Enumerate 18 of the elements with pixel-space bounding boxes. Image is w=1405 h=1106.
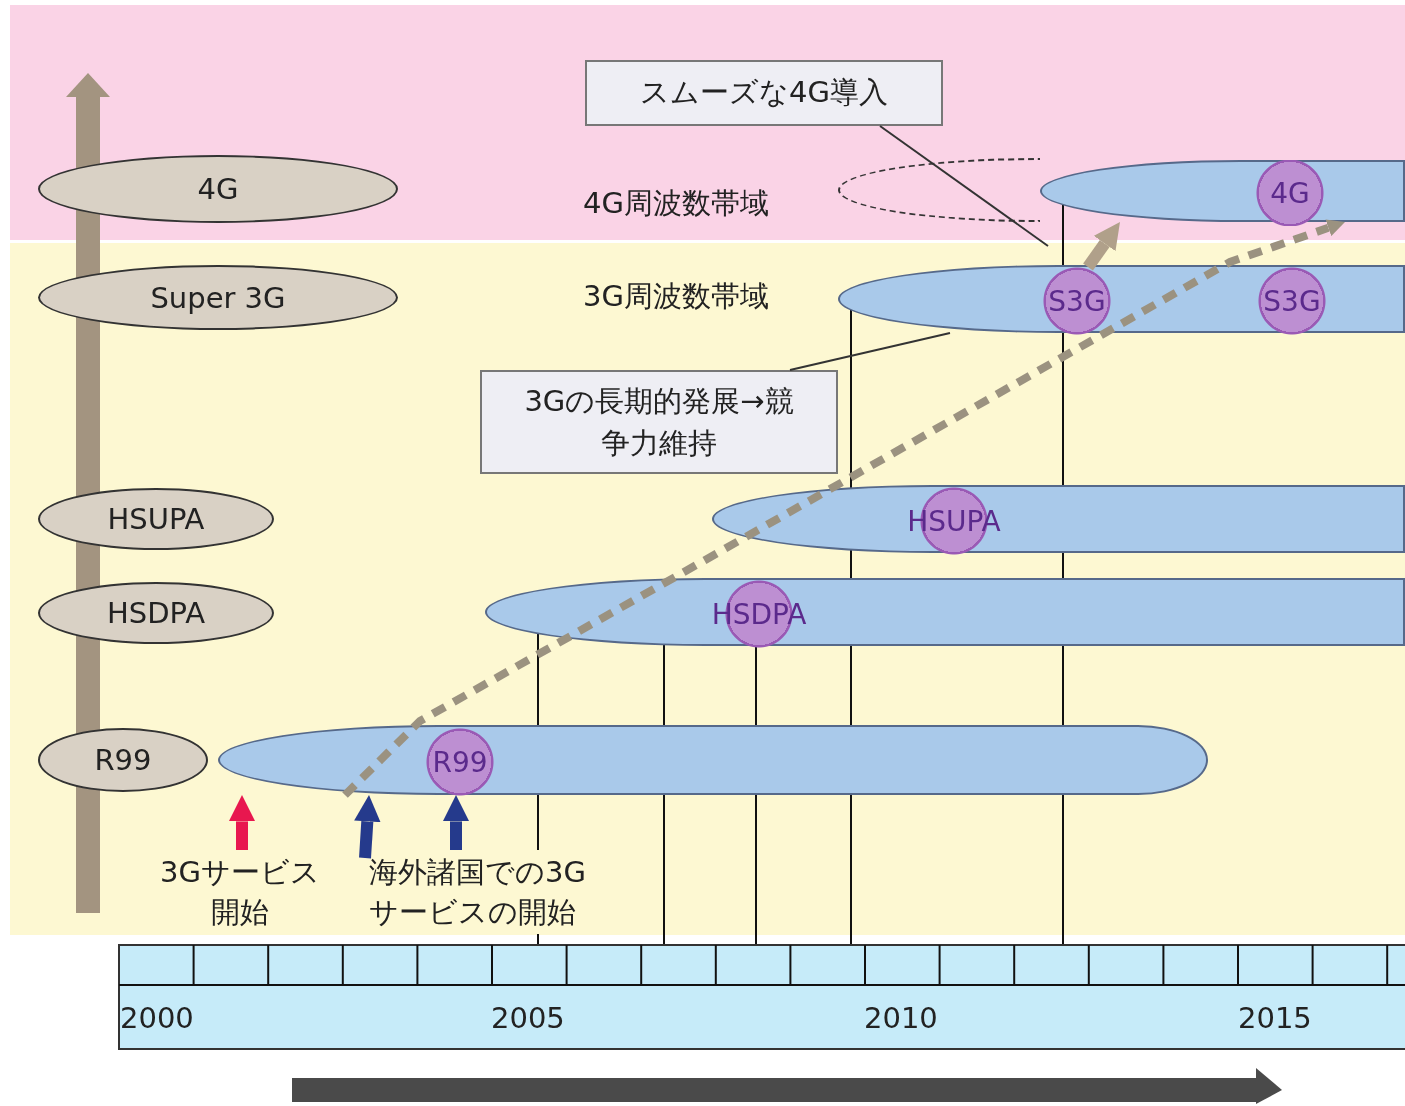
callout-box: 3Gの長期的発展→競争力維持 [480,370,838,474]
band-label: 4G周波数帯域 [583,185,769,221]
band-label: 3G周波数帯域 [583,278,769,314]
frequency-band [838,265,1405,333]
year-label: 2005 [491,1000,565,1036]
callout-box: スムーズな4G導入 [585,60,943,126]
frequency-band [712,485,1405,553]
year-label: 2010 [864,1000,938,1036]
arrow [354,795,381,859]
arrow [442,795,470,850]
year-label: 2015 [1238,1000,1312,1036]
leader-line [789,332,951,371]
dashed-band-outline [838,158,1040,222]
year-label: 2000 [120,1000,194,1036]
frequency-band [485,578,1405,646]
arrow [1083,222,1120,271]
arrow [228,795,256,850]
leader-line [879,125,1049,247]
